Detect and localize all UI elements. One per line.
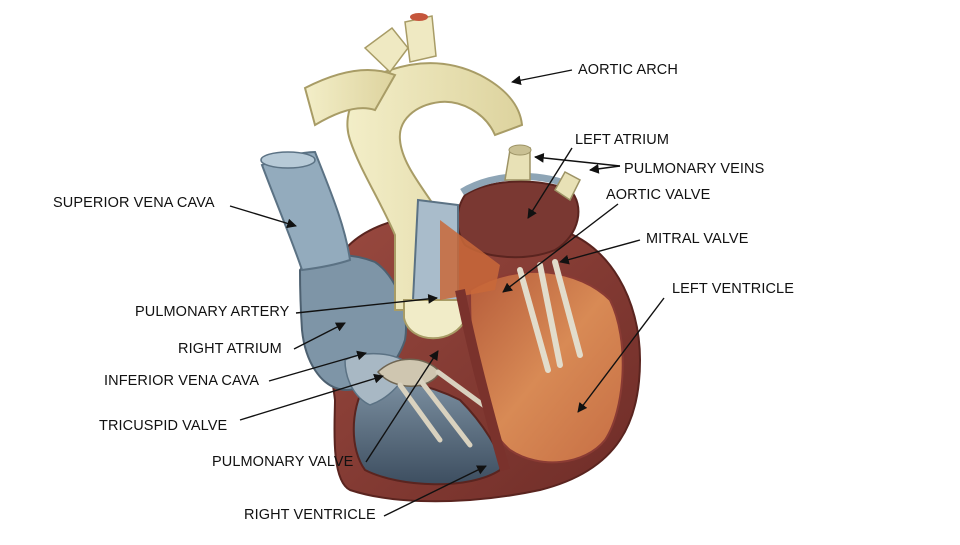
superior-vena-cava-opening — [260, 151, 316, 169]
label-superior-vena-cava: SUPERIOR VENA CAVA — [53, 195, 215, 211]
arrow-pulmonary-valve — [365, 350, 439, 463]
superior-vena-cava-shape — [260, 150, 352, 272]
leader-lines — [229, 69, 665, 517]
arrow-superior-vena-cava — [229, 205, 297, 229]
label-right-ventricle: RIGHT VENTRICLE — [244, 507, 376, 523]
aortic-arch-left-limb — [303, 68, 397, 127]
chordae-right — [397, 369, 493, 448]
aortic-arch-shape — [346, 62, 524, 311]
chordae-left — [517, 259, 583, 373]
arrow-pulmonary-artery — [295, 294, 438, 314]
arrow-mitral-valve — [559, 239, 641, 265]
pulmonary-vein-upper-opening — [508, 144, 532, 156]
label-left-atrium: LEFT ATRIUM — [575, 132, 670, 148]
arrow-pulmonary-vein-2 — [589, 163, 621, 174]
label-pulmonary-artery: PULMONARY ARTERY — [135, 304, 290, 320]
label-tricuspid-valve: TRICUSPID VALVE — [99, 418, 228, 434]
arrow-aortic-valve — [502, 203, 619, 293]
label-aortic-arch: AORTIC ARCH — [578, 62, 678, 78]
aortic-branch-1 — [363, 26, 409, 74]
label-mitral-valve: MITRAL VALVE — [646, 231, 749, 247]
aortic-branch-2 — [404, 15, 437, 63]
arrow-right-atrium — [293, 322, 346, 350]
label-inferior-vena-cava: INFERIOR VENA CAVA — [104, 373, 260, 389]
arrow-inferior-vena-cava — [268, 350, 367, 382]
interventricular-septum — [455, 289, 510, 472]
arrow-aortic-arch — [511, 69, 573, 86]
pulmonary-vein-lower — [554, 170, 581, 202]
arrow-tricuspid-valve — [239, 373, 384, 421]
label-right-atrium: RIGHT ATRIUM — [178, 341, 282, 357]
label-left-ventricle: LEFT VENTRICLE — [672, 281, 794, 297]
arrow-right-ventricle — [383, 465, 487, 517]
arrow-pulmonary-vein-1 — [534, 153, 621, 167]
arrow-left-ventricle — [577, 297, 665, 413]
aortic-root-interior — [440, 220, 500, 300]
label-aortic-valve: AORTIC VALVE — [606, 187, 711, 203]
label-pulmonary-veins: PULMONARY VEINS — [624, 161, 765, 177]
label-pulmonary-valve: PULMONARY VALVE — [212, 454, 354, 470]
aortic-branch-opening — [410, 13, 428, 21]
